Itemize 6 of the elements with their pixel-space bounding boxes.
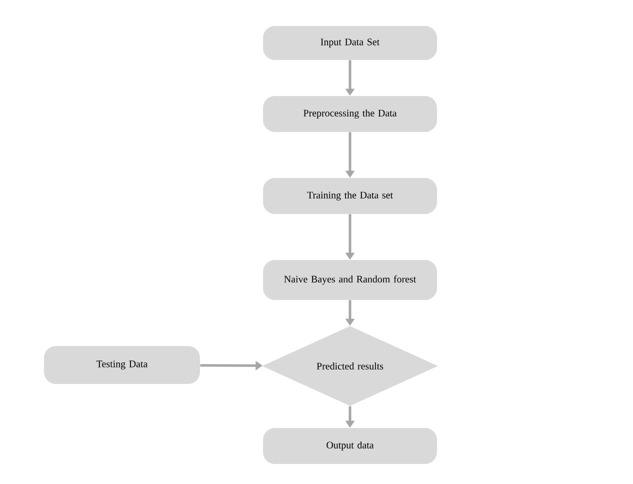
process-box: Testing Data (44, 346, 200, 384)
process-box: Naive Bayes and Random forest (263, 260, 437, 300)
process-box: Input Data Set (263, 26, 437, 60)
process-box: Output data (263, 428, 437, 464)
process-box: Preprocessing the Data (263, 96, 437, 132)
process-box: Training the Data set (263, 178, 437, 214)
